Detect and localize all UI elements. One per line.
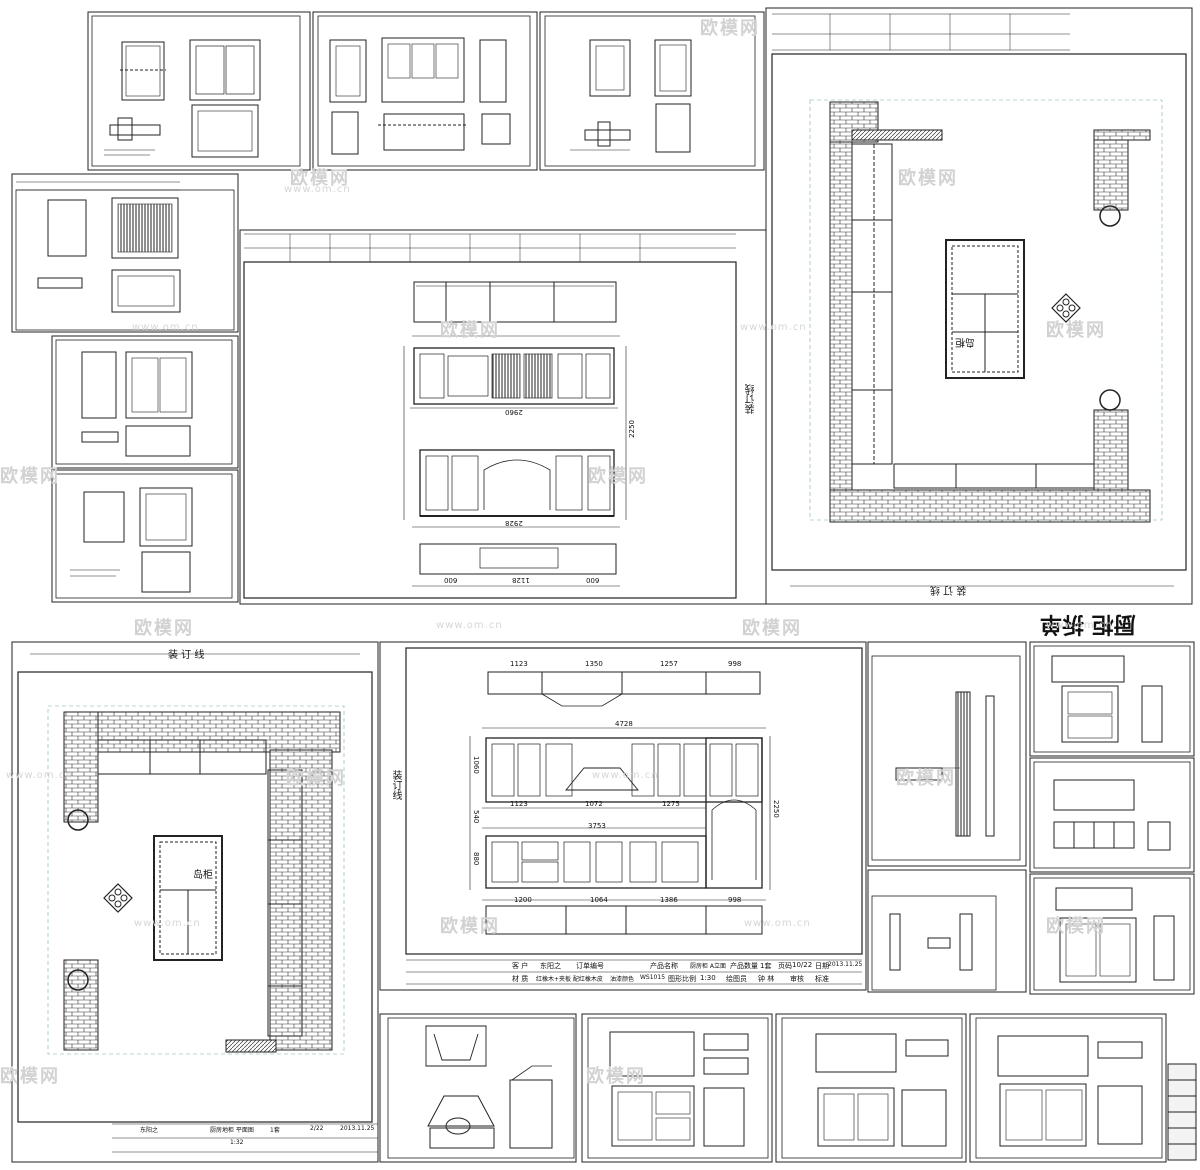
- dim-mid-2: 1072: [585, 800, 603, 808]
- dim-top-4: 998: [728, 660, 742, 668]
- sheet-bottom-4: [969, 1013, 1197, 1163]
- dim-mid-1: 1123: [510, 800, 528, 808]
- sheet-detail-4: [1029, 757, 1195, 873]
- tb-scale-value: 1:30: [700, 974, 716, 982]
- dim-plinth-1: 1200: [514, 896, 532, 904]
- sheet-plan-top: [765, 7, 1193, 605]
- tb-order-label: 订单编号: [576, 962, 604, 970]
- sheet-bottom-2: [581, 1013, 773, 1163]
- binding-line-label-top-right: 装 订 线: [930, 584, 967, 595]
- sheet-left-3: [51, 469, 239, 603]
- dim-top-3: 1257: [660, 660, 678, 668]
- tb-product-value: 厨房柜 A立面: [690, 963, 727, 970]
- tb-reviewer-value: 标准: [815, 975, 829, 983]
- dim-b-height: 2250: [628, 420, 636, 438]
- tb-page-value: 10/22: [792, 961, 813, 969]
- tb-qty-label: 产品数量: [730, 962, 758, 970]
- dim-top-1: 1123: [510, 660, 528, 668]
- island-label-top: 岛柜: [955, 336, 975, 347]
- tb-reviewer-label: 审核: [790, 975, 804, 983]
- dim-b-plinth-1: 600: [444, 576, 458, 584]
- dim-height-base: 880: [472, 852, 480, 866]
- dim-b-plinth-2: 1128: [512, 576, 530, 584]
- dim-top-2: 1350: [585, 660, 603, 668]
- tb-date-value: 2013.11.25: [828, 961, 863, 968]
- sheet-detail-5: [1029, 873, 1195, 995]
- tb-scale-label: 图形比例: [668, 975, 696, 983]
- dim-height-mid: 540: [472, 810, 480, 824]
- tb-page-label: 页码: [778, 962, 792, 970]
- dim-mid-3: 1275: [662, 800, 680, 808]
- dim-height-total: 2250: [772, 800, 780, 818]
- tb-order-value: WS1015: [640, 974, 666, 981]
- sheet-plan-bottom: [11, 641, 379, 1163]
- sheet-bottom-1: [379, 1013, 577, 1163]
- dim-base-total: 3753: [588, 822, 606, 830]
- sheet-detail-2: [867, 869, 1027, 993]
- tb2-date: 2013.11.25: [340, 1125, 375, 1132]
- tb-paint-value: 油漆颜色: [610, 976, 635, 983]
- sheet-detail-3: [1029, 641, 1195, 757]
- tb2-name: 厨房地柜 平面图: [210, 1127, 254, 1134]
- dim-plinth-2: 1064: [590, 896, 608, 904]
- dim-plinth-4: 998: [728, 896, 742, 904]
- tb-material-value: 红橡木+夹板 配红橡木皮: [536, 976, 603, 983]
- tb-material-label: 材 质: [512, 975, 529, 983]
- island-label-bottom: 岛柜: [193, 870, 213, 881]
- sheet-top-1: [87, 11, 311, 171]
- dim-height-upper: 1060: [472, 756, 480, 774]
- tb2-scale: 1:32: [230, 1139, 244, 1146]
- tb-customer-label: 客 户: [512, 962, 529, 970]
- sheet-top-3: [539, 11, 765, 171]
- dim-b-bottom: 2928: [505, 519, 523, 527]
- sheet-top-2: [312, 11, 538, 171]
- sheet-elevation-a: [379, 641, 867, 991]
- dim-total-width: 4728: [615, 720, 633, 728]
- sheet-detail-1: [867, 641, 1027, 867]
- tb-drawer-value: 钟 林: [758, 975, 775, 983]
- tb-date-label: 日期: [815, 962, 829, 970]
- dim-plinth-3: 1386: [660, 896, 678, 904]
- drawing-title: 厨柜 拆单: [1040, 611, 1136, 636]
- tb-customer-value: 东阳之: [540, 962, 561, 970]
- binding-line-label-vertical: 装订线: [390, 770, 401, 800]
- tb2-page: 2/22: [310, 1125, 324, 1132]
- tb2-qty: 1套: [270, 1127, 280, 1134]
- sheet-bottom-3: [775, 1013, 967, 1163]
- binding-line-label: 装 订 线: [168, 650, 205, 661]
- sheet-left-1: [11, 173, 239, 333]
- binding-line-label-center: 装订线: [746, 384, 757, 414]
- dim-b-plinth-3: 600: [586, 576, 600, 584]
- sheet-left-2: [51, 335, 239, 469]
- tb-drawer-label: 绘图员: [726, 975, 747, 983]
- tb-product-label: 产品名称: [650, 962, 678, 970]
- tb-qty-value: 1套: [760, 962, 772, 970]
- dim-b-top: 2960: [505, 408, 523, 416]
- sheet-elevation-b: [239, 229, 767, 605]
- tb2-customer: 东阳之: [140, 1127, 159, 1134]
